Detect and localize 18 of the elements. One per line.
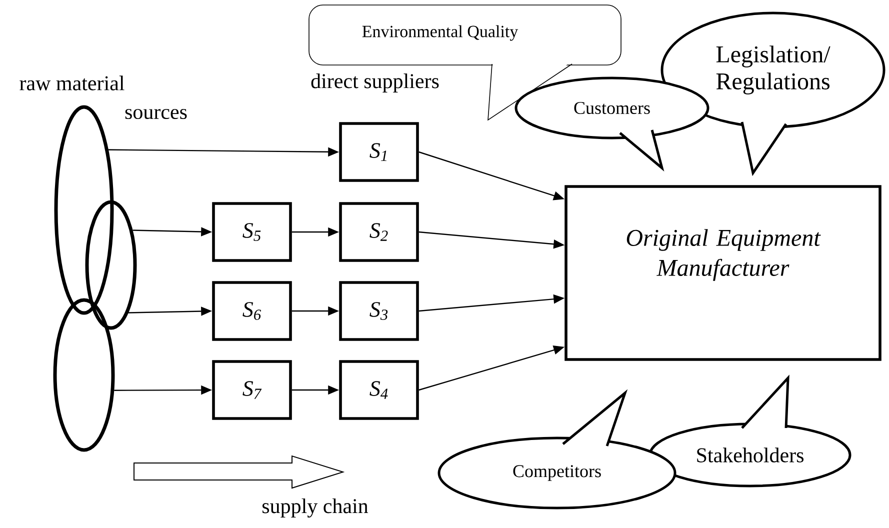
speech-bubble: Competitors xyxy=(438,389,676,510)
speech-bubble: Stakeholders xyxy=(648,374,852,488)
speech-bubble: Legislation/ Regulations xyxy=(660,12,886,176)
arrow-caption: supply chain xyxy=(262,498,368,518)
supplier-box: S$_{6}$ xyxy=(212,281,292,341)
column-heading: direct suppliers xyxy=(311,73,439,93)
source-ellipse xyxy=(54,105,114,315)
manufacturer-box: Original Equipment Manufacturer xyxy=(564,185,882,361)
node-label: Competitors xyxy=(513,465,601,481)
supplier-box: S$_{3}$ xyxy=(339,281,419,341)
speech-bubble: Customers xyxy=(514,76,710,172)
supplier-box: S$_{1}$ xyxy=(339,122,419,182)
supplier-box: S$_{5}$ xyxy=(212,202,292,262)
source-ellipse xyxy=(85,200,137,330)
supplier-box: S$_{7}$ xyxy=(212,360,292,420)
supplier-box: S$_{4}$ xyxy=(339,360,419,420)
supplier-box: S$_{2}$ xyxy=(339,202,419,262)
source-ellipse xyxy=(53,298,115,452)
